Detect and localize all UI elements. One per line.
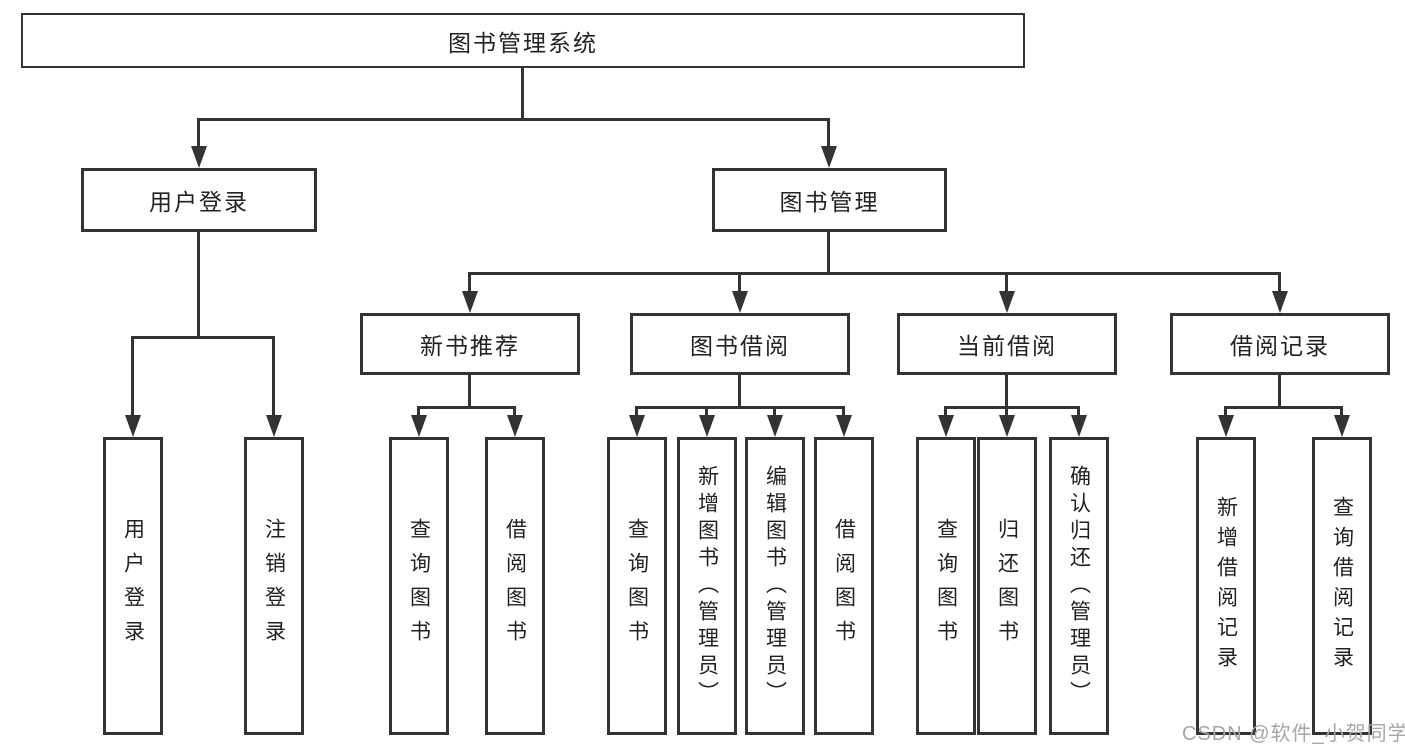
connector-line	[738, 272, 741, 294]
leaf-borrow-books-1: 借阅图书	[485, 437, 545, 735]
connector-line	[468, 375, 471, 408]
leaf-user-login-label: 用户登录	[121, 518, 145, 654]
node-book-borrow-label: 图书借阅	[690, 333, 790, 359]
connector-line	[417, 406, 420, 418]
connector-line	[1077, 406, 1080, 418]
leaf-return-books: 归还图书	[977, 437, 1037, 735]
connector-line	[773, 406, 776, 418]
arrowhead-icon	[732, 291, 748, 313]
leaf-confirm-return-admin: 确认归还（管理员）	[1049, 437, 1109, 735]
connector-line	[635, 406, 638, 418]
connector-line	[513, 406, 516, 418]
node-root-label: 图书管理系统	[448, 29, 598, 56]
connector-line	[197, 118, 200, 148]
connector-line	[842, 406, 845, 418]
leaf-borrow-books-2: 借阅图书	[814, 437, 874, 735]
arrowhead-icon	[821, 146, 837, 168]
leaf-confirm-return-admin-label: 确认归还（管理员）	[1067, 464, 1091, 708]
arrowhead-icon	[1218, 415, 1234, 437]
connector-line	[1340, 406, 1343, 418]
leaf-borrow-books-2-label: 借阅图书	[832, 518, 856, 654]
connector-line	[417, 406, 516, 409]
connector-line	[131, 336, 134, 418]
leaf-logout: 注销登录	[244, 437, 304, 735]
connector-line	[827, 118, 830, 148]
leaf-query-books-2-label: 查询图书	[625, 518, 649, 654]
node-book-management-label: 图书管理	[779, 189, 880, 215]
leaf-return-books-label: 归还图书	[995, 518, 1019, 654]
arrowhead-icon	[507, 415, 523, 437]
leaf-edit-books-admin: 编辑图书（管理员）	[745, 437, 805, 735]
leaf-add-books-admin: 新增图书（管理员）	[677, 437, 737, 735]
connector-line	[1224, 406, 1343, 409]
leaf-add-borrow-record-label: 新增借阅记录	[1214, 496, 1238, 676]
node-user-login-label: 用户登录	[149, 189, 249, 215]
arrowhead-icon	[629, 415, 645, 437]
node-current-borrow: 当前借阅	[897, 313, 1117, 375]
leaf-query-books-3-label: 查询图书	[934, 518, 958, 654]
connector-line	[944, 406, 1080, 409]
node-user-login: 用户登录	[81, 168, 317, 232]
csdn-watermark: CSDN @软件_小贺同学	[1182, 723, 1405, 745]
leaf-user-login: 用户登录	[103, 437, 163, 735]
node-new-book-recommend: 新书推荐	[360, 313, 580, 375]
node-book-management: 图书管理	[712, 168, 947, 232]
connector-line	[705, 406, 708, 418]
node-root: 图书管理系统	[21, 13, 1025, 68]
node-borrow-records: 借阅记录	[1170, 313, 1390, 375]
arrowhead-icon	[191, 146, 207, 168]
arrowhead-icon	[938, 415, 954, 437]
connector-line	[131, 336, 275, 339]
connector-line	[1005, 406, 1008, 418]
connector-line	[197, 232, 200, 338]
node-new-book-recommend-label: 新书推荐	[420, 333, 520, 359]
node-borrow-records-label: 借阅记录	[1230, 333, 1330, 359]
connector-line	[944, 406, 947, 418]
connector-line	[1278, 375, 1281, 408]
leaf-query-books-1: 查询图书	[389, 437, 449, 735]
arrowhead-icon	[462, 291, 478, 313]
arrowhead-icon	[699, 415, 715, 437]
connector-line	[827, 232, 830, 274]
arrowhead-icon	[1334, 415, 1350, 437]
arrowhead-icon	[999, 415, 1015, 437]
leaf-add-books-admin-label: 新增图书（管理员）	[695, 464, 719, 708]
node-current-borrow-label: 当前借阅	[957, 333, 1057, 359]
arrowhead-icon	[999, 291, 1015, 313]
connector-line	[468, 272, 1281, 275]
leaf-add-borrow-record: 新增借阅记录	[1196, 437, 1256, 735]
leaf-query-borrow-record-label: 查询借阅记录	[1330, 496, 1354, 676]
connector-line	[1005, 375, 1008, 408]
leaf-query-borrow-record: 查询借阅记录	[1312, 437, 1372, 735]
arrowhead-icon	[767, 415, 783, 437]
connector-line	[272, 336, 275, 418]
arrowhead-icon	[1272, 291, 1288, 313]
connector-line	[521, 68, 524, 120]
arrowhead-icon	[1071, 415, 1087, 437]
arrowhead-icon	[125, 415, 141, 437]
leaf-query-books-2: 查询图书	[607, 437, 667, 735]
connector-line	[1224, 406, 1227, 418]
leaf-borrow-books-1-label: 借阅图书	[503, 518, 527, 654]
leaf-query-books-1-label: 查询图书	[407, 518, 431, 654]
leaf-edit-books-admin-label: 编辑图书（管理员）	[763, 464, 787, 708]
leaf-logout-label: 注销登录	[262, 518, 286, 654]
connector-line	[738, 375, 741, 408]
connector-line	[468, 272, 471, 294]
arrowhead-icon	[266, 415, 282, 437]
arrowhead-icon	[836, 415, 852, 437]
node-book-borrow: 图书借阅	[630, 313, 850, 375]
leaf-query-books-3: 查询图书	[916, 437, 976, 735]
connector-line	[197, 118, 830, 121]
connector-line	[1005, 272, 1008, 294]
connector-line	[635, 406, 845, 409]
connector-line	[1278, 272, 1281, 294]
arrowhead-icon	[411, 415, 427, 437]
